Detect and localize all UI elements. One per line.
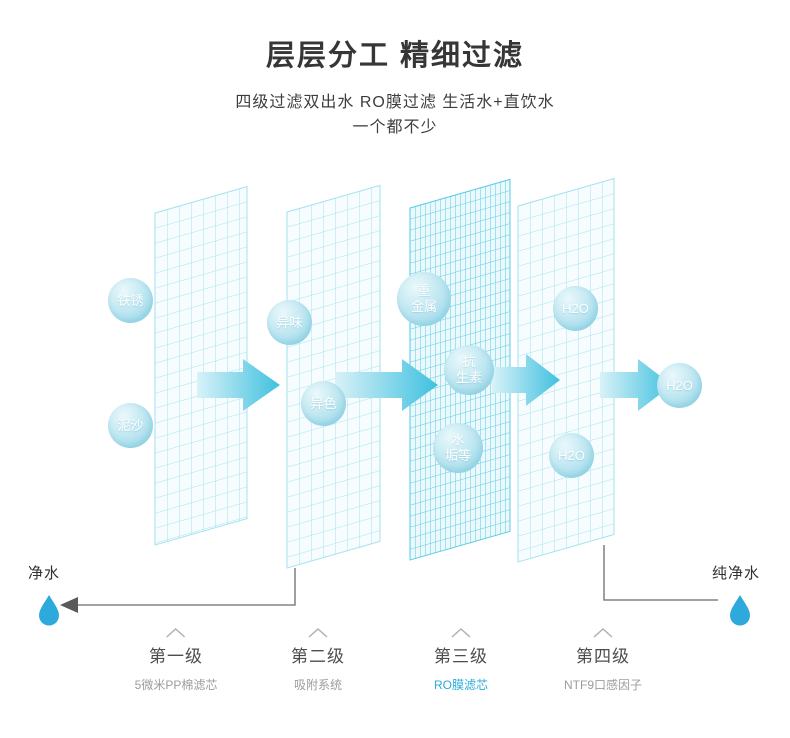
bubble-odor: 异味 [267,300,312,345]
filter-panel-1 [154,185,248,546]
output-label-right: 纯净水 [712,565,761,582]
flow-arrow-1 [197,359,280,411]
caret-up-icon [308,627,328,638]
flow-arrow-2 [335,359,438,411]
bubble-h2o-1: H2O [553,286,598,331]
caret-up-icon [451,627,471,638]
flow-arrow-3 [492,354,560,406]
caret-up-icon [593,627,613,638]
bubble-rust: 铁锈 [108,278,153,323]
subtitle-line1: 四级过滤双出水 RO膜过滤 生活水+直饮水 [235,94,555,111]
stage-desc: 5微米PP棉滤芯 [134,678,218,692]
water-drop-icon-left [39,595,59,626]
bubble-antibiotics: 抗 生素 [444,345,494,395]
bubble-sediment: 泥沙 [108,403,153,448]
stage-2: 第二级 吸附系统 [291,627,345,693]
subtitle-line2: 一个都不少 [352,119,438,136]
bubble-heavy-metal: 重 金属 [397,272,451,326]
output-line-left [78,568,296,606]
stage-desc: 吸附系统 [293,678,342,692]
page-title: 层层分工 精细过滤 [265,40,525,72]
stage-desc: RO膜滤芯 [433,678,489,692]
stage-name: 第三级 [433,647,488,666]
stage-name: 第二级 [291,647,345,666]
water-drop-icon-right [730,595,750,626]
filter-panel-2 [286,184,381,569]
output-label-left: 净水 [28,565,61,582]
bubble-h2o-2: H2O [549,433,594,478]
bubble-scale: 水 垢等 [433,423,483,473]
stage-4: 第四级 NTF9口感因子 [564,627,642,693]
stage-desc: NTF9口感因子 [563,678,643,692]
stage-1: 第一级 5微米PP棉滤芯 [134,627,218,693]
output-line-right [603,545,718,601]
left-arrowhead-icon [60,597,78,613]
stage-name: 第一级 [149,647,203,666]
stage-3: 第三级 RO膜滤芯 [434,627,488,693]
bubble-h2o-3: H2O [657,363,702,408]
bubble-discoloration: 异色 [301,381,346,426]
stage-name: 第四级 [575,647,630,666]
flow-arrow-4 [600,359,672,411]
caret-up-icon [166,627,186,638]
